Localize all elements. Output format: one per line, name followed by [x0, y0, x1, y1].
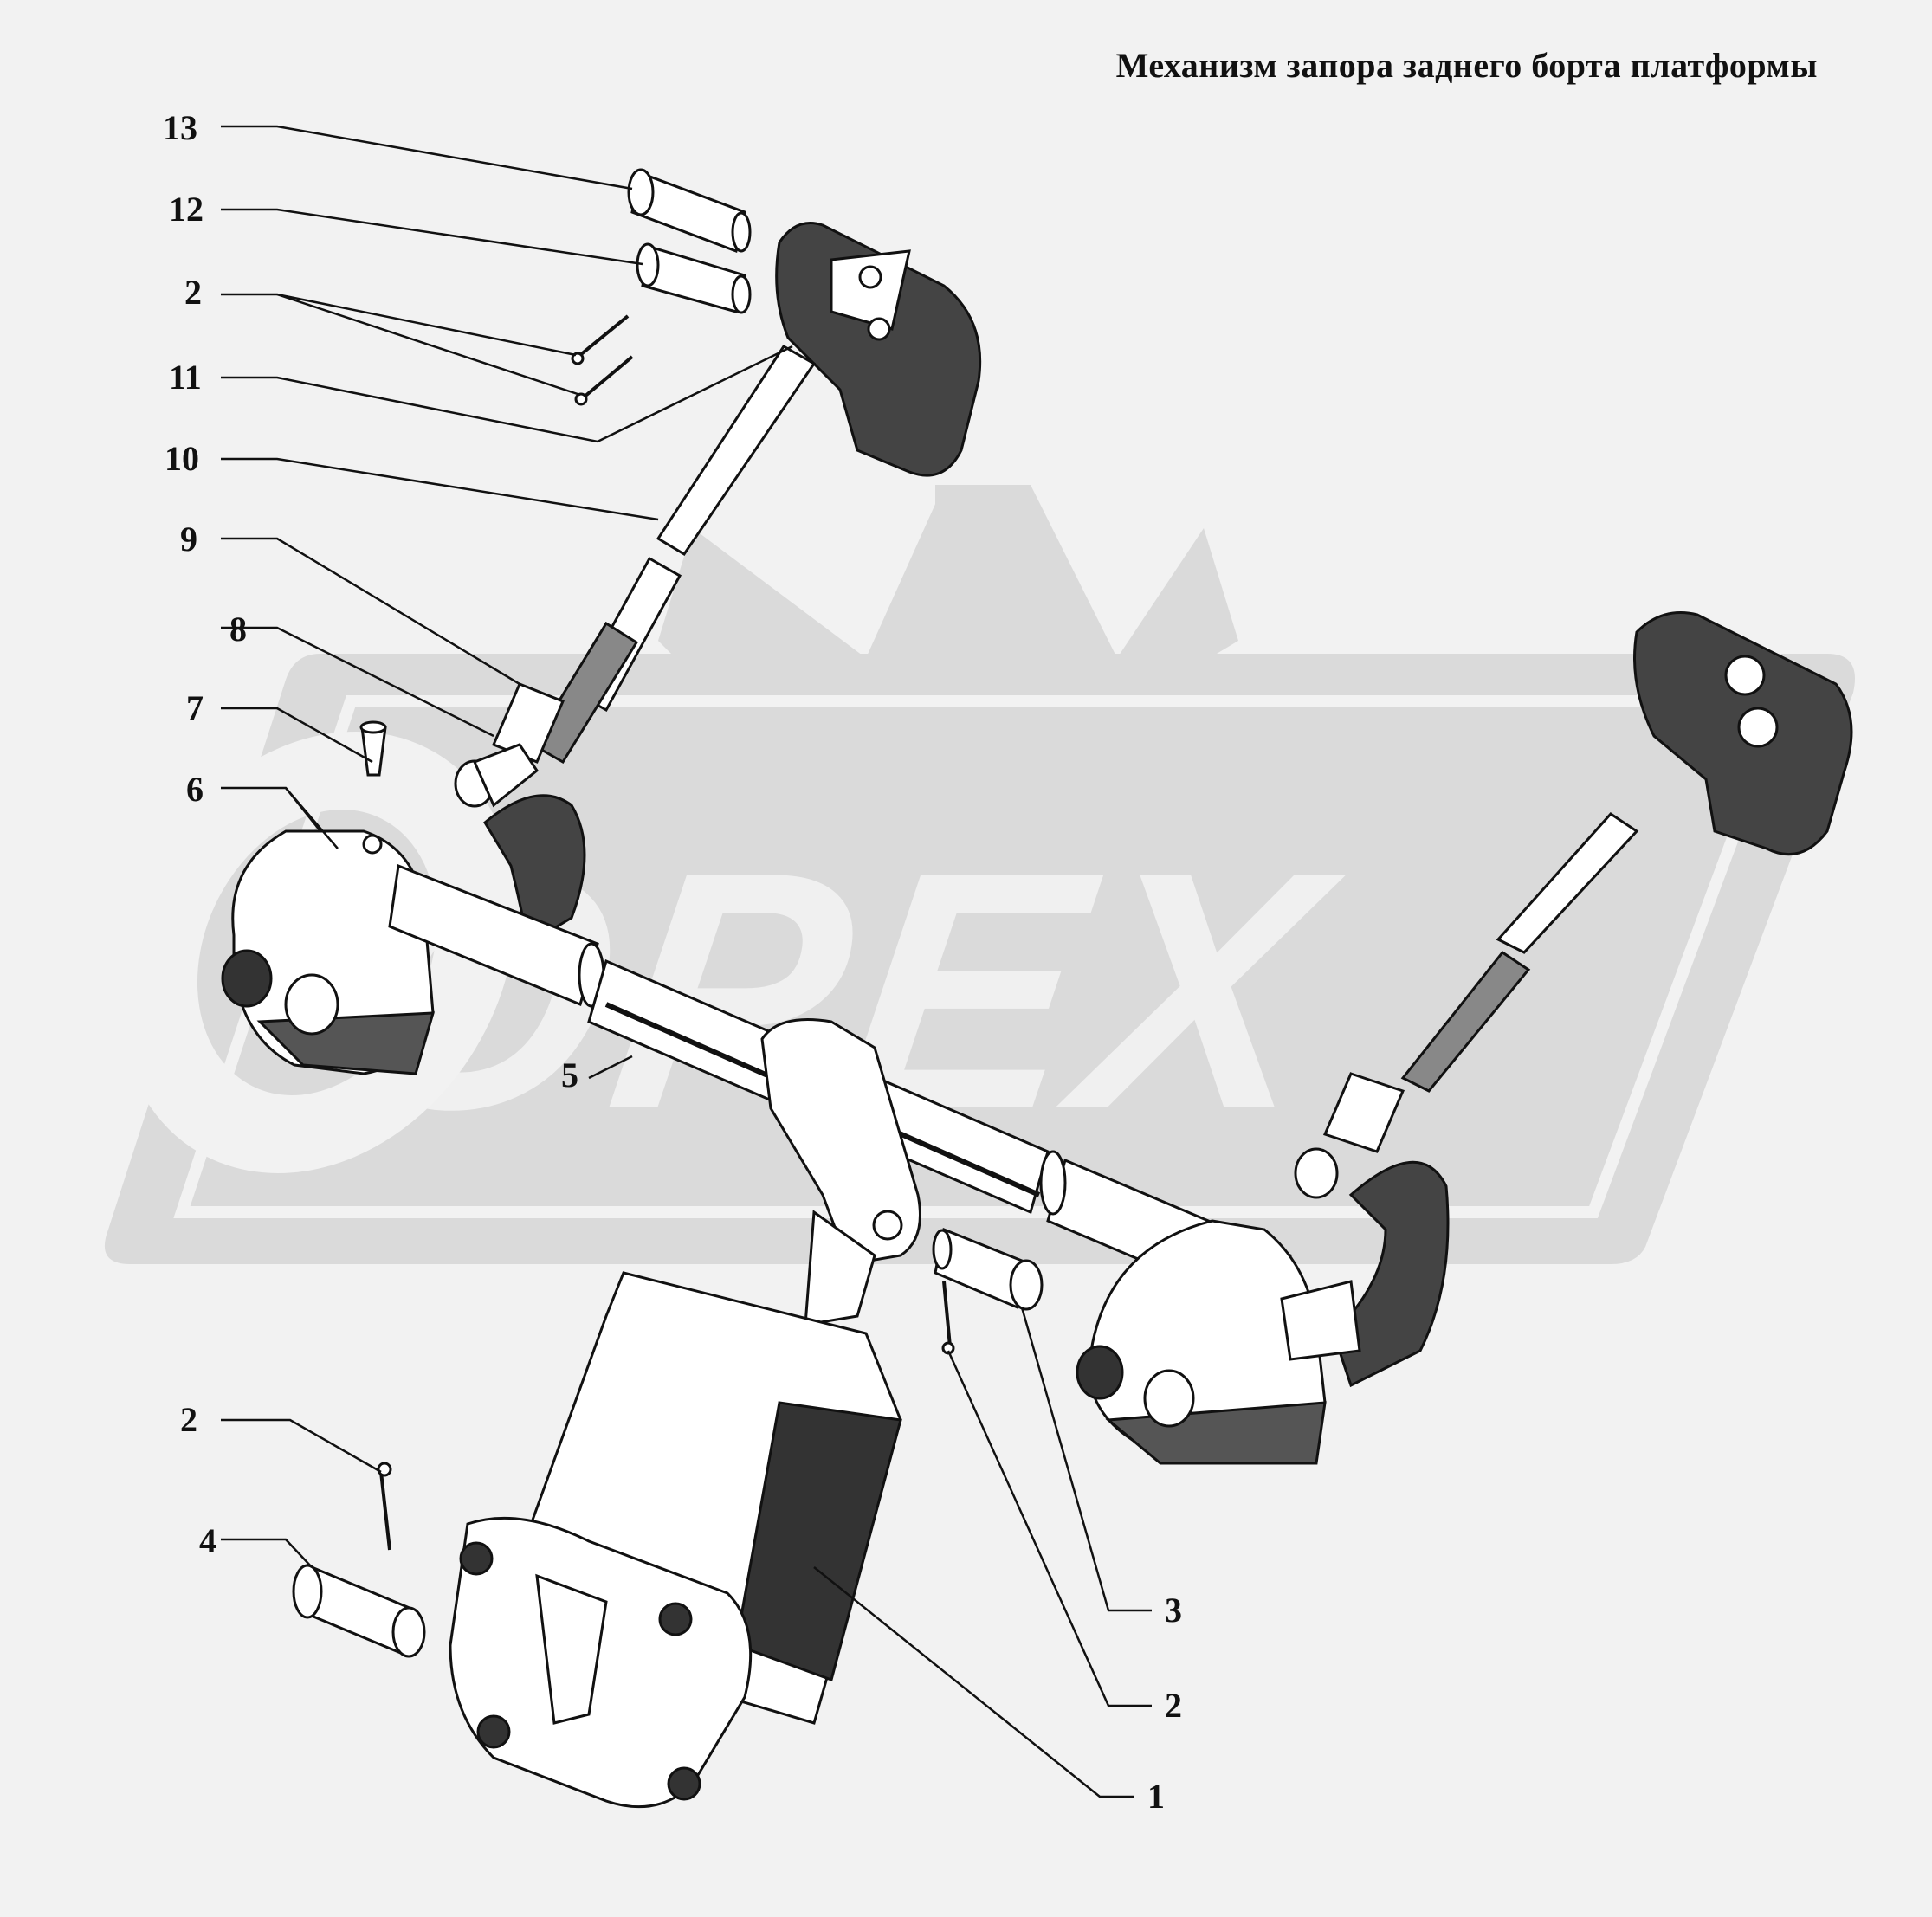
central-bracket [760, 1018, 921, 1326]
bracket-right [1076, 1219, 1361, 1465]
lever-upper-right [1633, 611, 1853, 856]
callout-2-top: 2 [184, 273, 202, 312]
callout-8: 8 [229, 610, 247, 649]
rod-right [1400, 812, 1639, 1093]
callout-12: 12 [169, 190, 204, 229]
part-3-pin [932, 1227, 1044, 1311]
part-1-cylinder [449, 1271, 902, 1809]
callout-3: 3 [1165, 1591, 1182, 1630]
part-11-lever-upper-left [775, 222, 982, 477]
callout-2-center: 2 [1165, 1686, 1182, 1725]
callout-6: 6 [186, 770, 204, 809]
leader-lines [221, 125, 1152, 1798]
watermark-frame-inner [173, 695, 1793, 1218]
part-2-cotter-pin-lower [377, 1462, 392, 1551]
callout-7: 7 [186, 688, 204, 727]
part-4-pin [292, 1564, 426, 1658]
callout-13: 13 [163, 108, 197, 147]
part-7-taper-pin [359, 720, 387, 777]
callout-4: 4 [199, 1521, 216, 1560]
part-2-cotter-pin-center [941, 1281, 955, 1355]
part-13-pin [627, 168, 752, 254]
part-10-rod-upper [530, 344, 817, 765]
part-8-9-nut-upper [454, 682, 565, 808]
callout-1: 1 [1147, 1777, 1165, 1816]
callout-9: 9 [180, 520, 197, 558]
callout-2-lower-left: 2 [180, 1400, 197, 1439]
callout-10: 10 [165, 439, 199, 478]
part-2-cotter-pins-top [571, 314, 634, 406]
diagram-title: Механизм запора заднего борта платформы [1115, 46, 1818, 85]
callout-5: 5 [561, 1055, 578, 1094]
nut-right [1294, 1072, 1405, 1199]
hook-upper-left [483, 794, 586, 946]
hook-right [1332, 1160, 1450, 1388]
callout-11: 11 [169, 358, 202, 397]
part-12-pin [636, 242, 752, 314]
